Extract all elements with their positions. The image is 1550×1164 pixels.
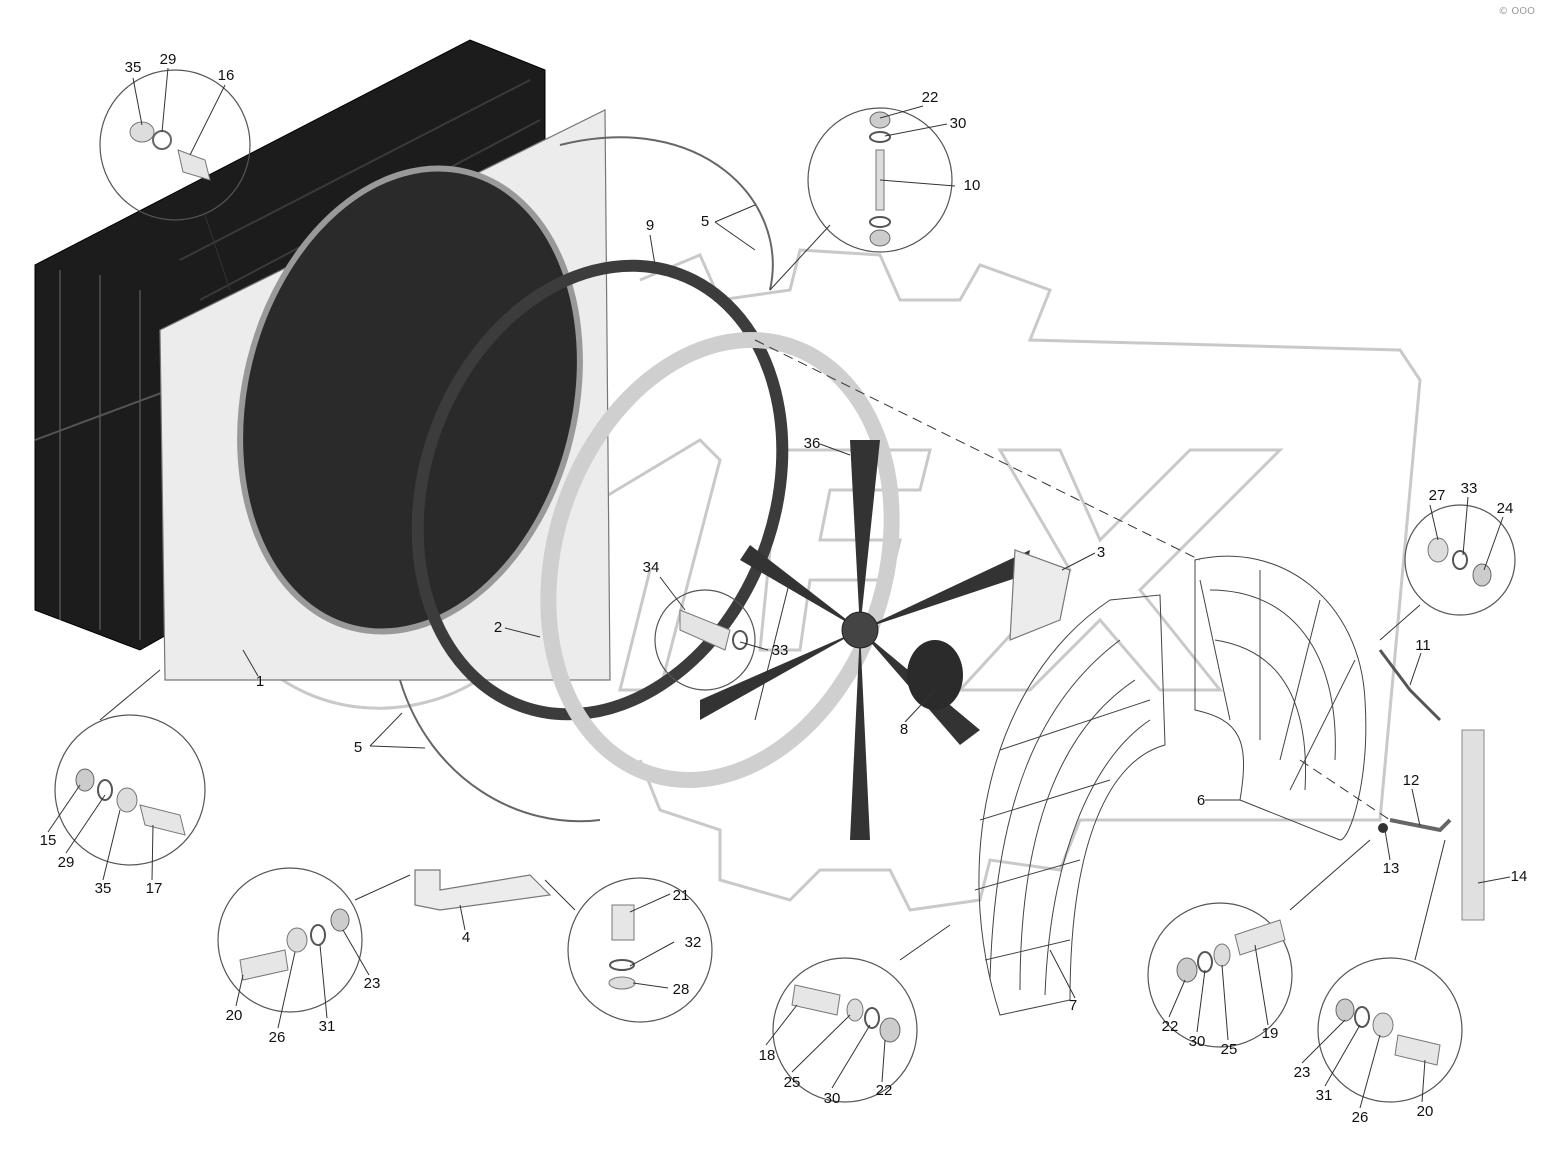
callout-2: 2 [494, 619, 502, 636]
detail-circle-10 [807, 107, 953, 253]
callout-34: 34 [643, 559, 660, 576]
callout-11: 11 [1415, 637, 1431, 654]
callout-33b: 33 [1461, 480, 1478, 497]
guard-part-7 [974, 594, 1166, 1016]
detail-circle-16 [99, 69, 251, 221]
callout-29b: 29 [58, 854, 75, 871]
detail-callouts [54, 69, 1516, 1103]
detail-circle-20-right [1317, 957, 1463, 1103]
callout-24: 24 [1497, 500, 1514, 517]
callout-19: 19 [1262, 1025, 1279, 1042]
callout-30b: 30 [824, 1090, 841, 1107]
detail-circle-19 [1147, 902, 1293, 1048]
callout-26b: 26 [1352, 1109, 1369, 1126]
callout-5b: 5 [354, 739, 362, 756]
callout-20a: 20 [226, 1007, 243, 1024]
band-part-5-bottom [399, 679, 601, 823]
hub-part-8 [907, 640, 963, 710]
leader-lines [47, 67, 1511, 1109]
detail-circle-20-left [217, 867, 363, 1013]
detail-circle-34 [654, 589, 756, 691]
callout-7: 7 [1069, 997, 1077, 1014]
detail-circle-21 [567, 877, 713, 1023]
callout-25b: 25 [1221, 1041, 1238, 1058]
guard-part-6 [1194, 555, 1367, 841]
fan-part-36 [700, 440, 1030, 840]
callout-23a: 23 [364, 975, 381, 992]
callout-20b: 20 [1417, 1103, 1434, 1120]
callout-22c: 22 [1162, 1018, 1179, 1035]
detail-circle-18 [772, 957, 918, 1103]
callout-8: 8 [900, 721, 908, 738]
callout-13: 13 [1383, 860, 1400, 877]
ring-part-9 [411, 259, 789, 721]
callout-36: 36 [804, 435, 821, 452]
callout-3: 3 [1097, 544, 1105, 561]
shroud-part-1 [159, 109, 611, 681]
rings [399, 136, 900, 823]
bracket-part-3 [1009, 549, 1071, 641]
callout-31b: 31 [1316, 1087, 1333, 1104]
callout-1: 1 [256, 673, 264, 690]
bracket-part-4 [414, 869, 552, 911]
callout-35b: 35 [95, 880, 112, 897]
callout-25a: 25 [784, 1074, 801, 1091]
callout-5a: 5 [701, 213, 709, 230]
callout-10: 10 [964, 177, 981, 194]
callout-18: 18 [759, 1047, 776, 1064]
callout-30c: 30 [1189, 1033, 1206, 1050]
callout-26a: 26 [269, 1029, 286, 1046]
callout-17: 17 [146, 880, 163, 897]
callout-15: 15 [40, 832, 57, 849]
callout-35a: 35 [125, 59, 142, 76]
ring-part-2 [540, 332, 900, 788]
callout-22a: 22 [922, 89, 939, 106]
callout-32: 32 [685, 934, 702, 951]
strip-part-14 [1461, 729, 1485, 921]
detail-circle-17 [54, 714, 206, 866]
nut-part-13 [1378, 823, 1388, 833]
callout-21: 21 [673, 887, 690, 904]
connector-lines [99, 214, 1446, 961]
callout-14: 14 [1511, 868, 1528, 885]
callout-28: 28 [673, 981, 690, 998]
band-part-5-top [559, 136, 774, 291]
callout-labels: 35 29 16 22 30 10 5 9 36 3 34 33 2 1 5 8… [40, 51, 1528, 1126]
callout-31a: 31 [319, 1018, 336, 1035]
callout-4: 4 [462, 929, 470, 946]
callout-9: 9 [646, 217, 654, 234]
detail-circle-24 [1404, 504, 1516, 616]
callout-16: 16 [218, 67, 235, 84]
corner-watermark-text: © ООО [1498, 6, 1535, 17]
callout-12: 12 [1403, 772, 1420, 789]
callout-6: 6 [1197, 792, 1205, 809]
callout-30a: 30 [950, 115, 967, 132]
callout-33a: 33 [772, 642, 789, 659]
bracket-part-11 [1378, 649, 1442, 722]
callout-27: 27 [1429, 487, 1446, 504]
hardware-drawings [75, 111, 1492, 1066]
bracket-part-12 [1389, 818, 1452, 833]
callout-22b: 22 [876, 1082, 893, 1099]
callout-23b: 23 [1294, 1064, 1311, 1081]
callout-29a: 29 [160, 51, 177, 68]
